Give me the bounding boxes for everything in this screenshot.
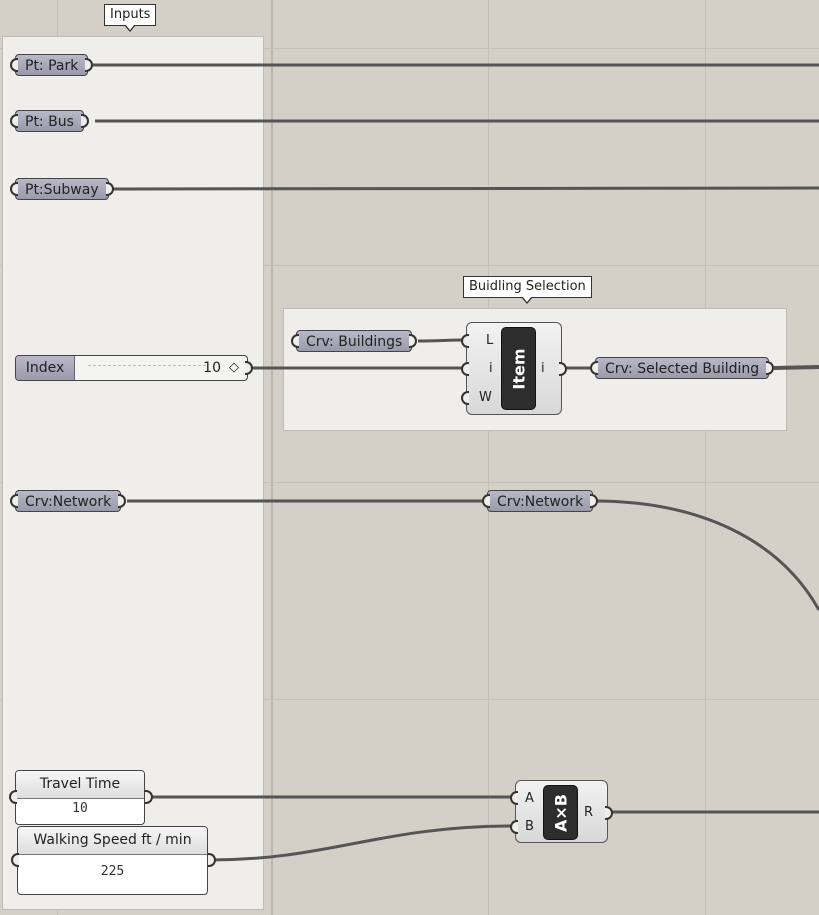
grid-line xyxy=(0,265,819,266)
output-grip[interactable] xyxy=(80,114,89,128)
grid-line xyxy=(705,0,706,915)
output-grip[interactable] xyxy=(85,58,94,72)
input-grip[interactable] xyxy=(461,391,469,405)
output-grip[interactable] xyxy=(605,806,613,820)
input-port-b[interactable]: B xyxy=(525,819,534,834)
input-grip[interactable] xyxy=(10,58,18,72)
input-port-l[interactable]: L xyxy=(486,333,494,348)
input-grip[interactable] xyxy=(461,362,469,376)
pt-park-param[interactable]: Pt: Park xyxy=(10,54,94,76)
grid-line xyxy=(0,482,819,483)
param-label: Pt: Park xyxy=(25,58,79,74)
param-label: Crv: Selected Building xyxy=(605,361,760,377)
output-grip[interactable] xyxy=(145,790,153,804)
param-label: Pt: Bus xyxy=(25,114,74,130)
multiply-core[interactable]: A×B xyxy=(543,785,578,840)
multiply-component[interactable]: A B A×B R xyxy=(510,780,613,843)
panel-value[interactable]: 225 xyxy=(100,864,125,879)
building-selection-group-title: Buidling Selection xyxy=(463,276,592,304)
output-grip[interactable] xyxy=(105,182,114,196)
grid-line xyxy=(488,0,489,915)
output-grip[interactable] xyxy=(208,853,216,867)
output-grip[interactable] xyxy=(590,494,599,508)
wire-buildings-to-item xyxy=(417,338,464,343)
list-item-component[interactable]: L i W Item i xyxy=(461,322,567,415)
slider-knob-icon[interactable]: ◇ xyxy=(229,360,239,375)
grid-line xyxy=(0,48,819,49)
param-label: Crv:Network xyxy=(497,494,584,510)
input-port-w[interactable]: W xyxy=(479,390,492,405)
wire-selected-out xyxy=(773,365,819,370)
param-label: Crv: Buildings xyxy=(306,334,403,350)
input-grip[interactable] xyxy=(461,334,469,348)
output-grip[interactable] xyxy=(766,361,775,375)
component-name: Item xyxy=(509,347,528,390)
panel-value[interactable]: 10 xyxy=(72,801,88,816)
crv-network-relay-param[interactable]: Crv:Network xyxy=(482,490,599,512)
input-port-a[interactable]: A xyxy=(525,791,534,806)
inputs-group-title: Inputs xyxy=(104,4,157,32)
panel-title: Travel Time xyxy=(16,771,144,799)
output-grip[interactable] xyxy=(409,334,418,348)
slider-value: 10 xyxy=(203,360,221,376)
input-grip[interactable] xyxy=(510,820,518,834)
input-grip[interactable] xyxy=(9,790,17,804)
param-label: Crv:Network xyxy=(25,494,112,510)
slider-label: Index xyxy=(16,356,75,380)
slider-track[interactable] xyxy=(88,365,206,366)
crv-network-input-param[interactable]: Crv:Network xyxy=(10,490,127,512)
panel-title: Walking Speed ft / min xyxy=(18,827,207,855)
pt-subway-param[interactable]: Pt:Subway xyxy=(10,178,114,200)
wire-speed-to-b xyxy=(209,824,514,862)
crv-selected-building-param[interactable]: Crv: Selected Building xyxy=(590,357,775,379)
input-grip[interactable] xyxy=(510,791,518,805)
input-grip[interactable] xyxy=(291,334,299,348)
wire-network-out xyxy=(593,499,819,611)
wire-pt-subway xyxy=(110,186,819,191)
component-name: A×B xyxy=(551,793,570,832)
input-grip[interactable] xyxy=(10,114,18,128)
pt-bus-param[interactable]: Pt: Bus xyxy=(10,110,89,132)
output-port-i[interactable]: i xyxy=(541,361,545,376)
grid-line xyxy=(0,699,819,700)
crv-buildings-param[interactable]: Crv: Buildings xyxy=(291,330,418,352)
output-grip[interactable] xyxy=(245,361,253,375)
input-grip[interactable] xyxy=(10,182,18,196)
param-label: Pt:Subway xyxy=(25,182,99,198)
index-slider[interactable]: Index 10 ◇ xyxy=(15,355,253,381)
output-grip[interactable] xyxy=(559,362,567,376)
grid-line xyxy=(271,0,273,915)
input-grip[interactable] xyxy=(482,494,490,508)
travel-time-panel[interactable]: Travel Time 10 xyxy=(15,770,145,825)
input-port-i[interactable]: i xyxy=(489,361,493,376)
list-item-core[interactable]: Item xyxy=(501,327,536,410)
input-grip[interactable] xyxy=(10,494,18,508)
output-grip[interactable] xyxy=(118,494,127,508)
input-grip[interactable] xyxy=(590,361,598,375)
output-port-r[interactable]: R xyxy=(584,805,594,820)
input-grip[interactable] xyxy=(11,853,19,867)
walking-speed-panel[interactable]: Walking Speed ft / min 225 xyxy=(17,826,208,895)
